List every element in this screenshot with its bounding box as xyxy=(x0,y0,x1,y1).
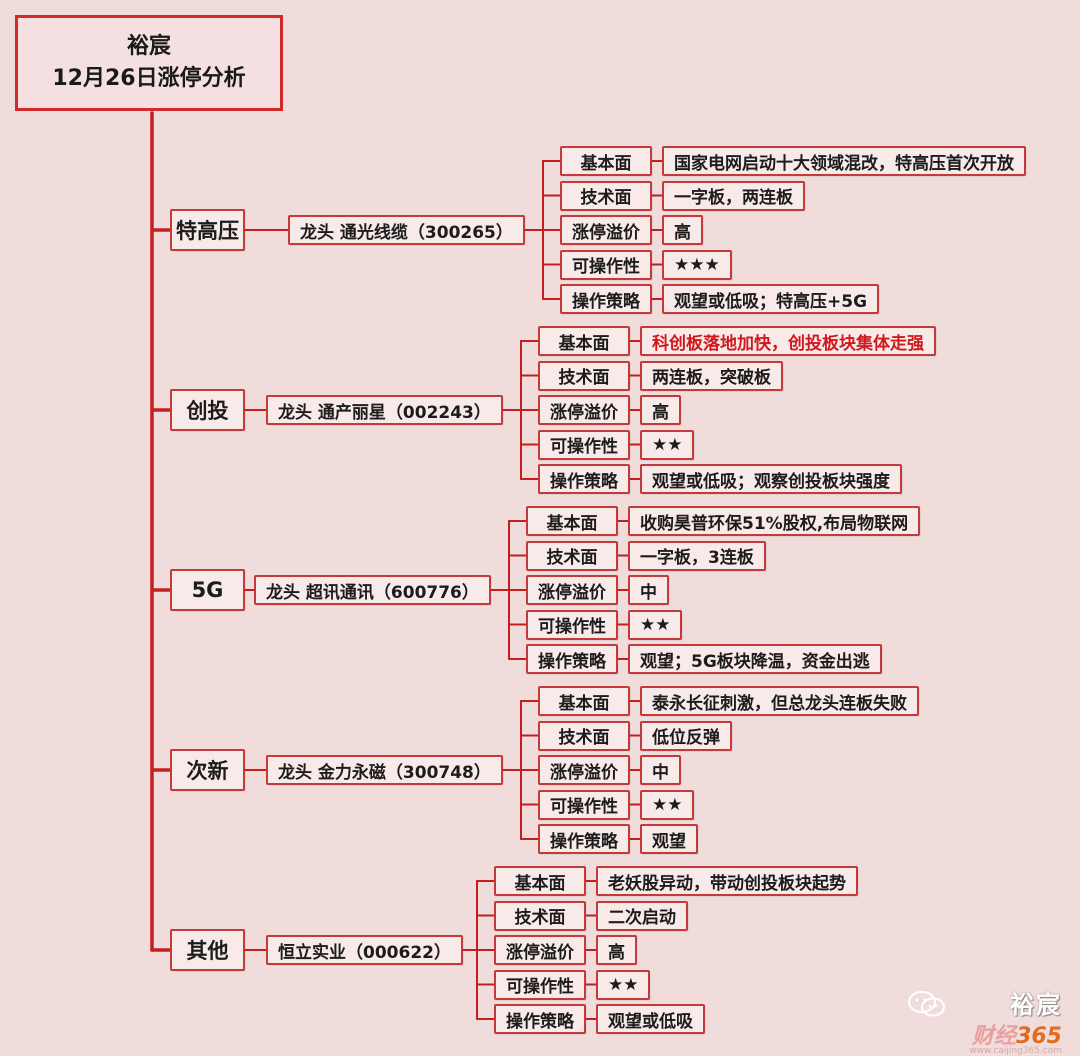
value-node[interactable]: 泰永长征刺激，但总龙头连板失败 xyxy=(640,686,919,716)
value-node[interactable]: 一字板，两连板 xyxy=(662,180,805,211)
value-node[interactable]: 高 xyxy=(596,935,637,965)
leader-node[interactable]: 恒立实业（000622） xyxy=(266,935,463,965)
attribute-node[interactable]: 技术面 xyxy=(526,540,618,571)
title-author: 裕宸 xyxy=(126,34,171,59)
attribute-node[interactable]: 可操作性 xyxy=(526,609,618,640)
value-node[interactable]: 国家电网启动十大领域混改，特高压首次开放 xyxy=(662,146,1026,176)
value-node[interactable]: 观望或低吸 xyxy=(596,1004,705,1034)
attribute-node[interactable]: 基本面 xyxy=(560,146,652,176)
category-node[interactable]: 特高压 xyxy=(170,209,245,251)
attribute-node[interactable]: 涨停溢价 xyxy=(526,575,618,605)
value-node[interactable]: 高 xyxy=(662,215,703,245)
attribute-node[interactable]: 技术面 xyxy=(494,900,586,931)
attribute-node[interactable]: 操作策略 xyxy=(494,1004,586,1034)
value-node[interactable]: ★★ xyxy=(596,969,651,1000)
attribute-node[interactable]: 基本面 xyxy=(494,866,586,896)
value-node[interactable]: 观望；5G板块降温，资金出逃 xyxy=(628,644,882,674)
value-node[interactable]: ★★ xyxy=(640,429,695,460)
value-node[interactable]: 低位反弹 xyxy=(640,720,732,751)
value-node[interactable]: 老妖股异动，带动创投板块起势 xyxy=(596,866,858,896)
watermark-site-prefix: 财经 xyxy=(972,1024,1017,1049)
attribute-node[interactable]: 操作策略 xyxy=(526,644,618,674)
attribute-node[interactable]: 可操作性 xyxy=(494,969,586,1000)
attribute-node[interactable]: 涨停溢价 xyxy=(538,755,630,785)
leader-node[interactable]: 龙头 通产丽星（002243） xyxy=(266,395,503,425)
value-node[interactable]: 中 xyxy=(628,575,669,605)
watermark-site-number: 365 xyxy=(1016,1024,1062,1049)
value-node[interactable]: 两连板，突破板 xyxy=(640,360,783,391)
watermark: 裕宸 财经365 www.caijing365.com xyxy=(908,985,1062,1056)
leader-node[interactable]: 龙头 通光线缆（300265） xyxy=(288,215,525,245)
category-node[interactable]: 其他 xyxy=(170,929,245,971)
watermark-url: www.caijing365.com xyxy=(969,1046,1062,1056)
leader-node[interactable]: 龙头 金力永磁（300748） xyxy=(266,755,503,785)
attribute-node[interactable]: 技术面 xyxy=(538,720,630,751)
value-node[interactable]: 观望或低吸；特高压+5G xyxy=(662,284,880,314)
leader-node[interactable]: 龙头 超讯通讯（600776） xyxy=(254,575,491,605)
watermark-site: 财经365 xyxy=(969,1018,1062,1050)
attribute-node[interactable]: 操作策略 xyxy=(560,284,652,314)
category-node[interactable]: 创投 xyxy=(170,389,245,431)
attribute-node[interactable]: 操作策略 xyxy=(538,464,630,494)
value-node[interactable]: 观望或低吸；观察创投板块强度 xyxy=(640,464,902,494)
attribute-node[interactable]: 可操作性 xyxy=(538,789,630,820)
category-node[interactable]: 5G xyxy=(170,569,245,611)
wechat-icon xyxy=(908,991,946,1017)
attribute-node[interactable]: 基本面 xyxy=(538,326,630,356)
value-node[interactable]: ★★★ xyxy=(662,249,732,280)
attribute-node[interactable]: 基本面 xyxy=(538,686,630,716)
value-node[interactable]: 二次启动 xyxy=(596,900,688,931)
value-node[interactable]: 观望 xyxy=(640,824,698,854)
value-node[interactable]: ★★ xyxy=(640,789,695,820)
attribute-node[interactable]: 涨停溢价 xyxy=(560,215,652,245)
title-box: 裕宸 12月26日涨停分析 xyxy=(15,15,283,111)
value-node[interactable]: ★★ xyxy=(628,609,683,640)
attribute-node[interactable]: 基本面 xyxy=(526,506,618,536)
attribute-node[interactable]: 涨停溢价 xyxy=(494,935,586,965)
category-node[interactable]: 次新 xyxy=(170,749,245,791)
value-node[interactable]: 中 xyxy=(640,755,681,785)
attribute-node[interactable]: 操作策略 xyxy=(538,824,630,854)
attribute-node[interactable]: 可操作性 xyxy=(560,249,652,280)
value-node[interactable]: 收购昊普环保51%股权,布局物联网 xyxy=(628,506,921,536)
value-node[interactable]: 科创板落地加快，创投板块集体走强 xyxy=(640,326,936,356)
attribute-node[interactable]: 技术面 xyxy=(538,360,630,391)
value-node[interactable]: 高 xyxy=(640,395,681,425)
attribute-node[interactable]: 技术面 xyxy=(560,180,652,211)
attribute-node[interactable]: 涨停溢价 xyxy=(538,395,630,425)
watermark-name: 裕宸 xyxy=(1010,991,1062,1019)
title-subject: 12月26日涨停分析 xyxy=(52,66,246,91)
value-node[interactable]: 一字板，3连板 xyxy=(628,540,766,571)
attribute-node[interactable]: 可操作性 xyxy=(538,429,630,460)
